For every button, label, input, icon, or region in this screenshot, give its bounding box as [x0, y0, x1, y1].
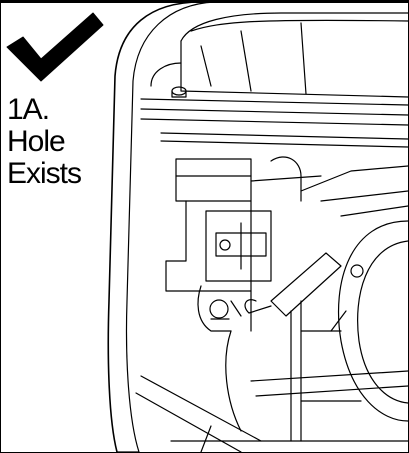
fuel-bowl	[197, 285, 252, 332]
choke-lever	[244, 252, 342, 317]
crankcase	[225, 300, 362, 442]
lower-frame-bar	[135, 370, 408, 452]
checkmark-icon	[6, 12, 104, 82]
starter-housing	[330, 220, 408, 422]
step-number: 1A.	[7, 93, 50, 126]
caption-line-hole: Hole	[7, 125, 66, 158]
cross-bar	[140, 98, 408, 148]
fuel-tank	[150, 12, 408, 98]
frame-tube	[107, 1, 216, 452]
engine-block	[165, 156, 408, 292]
step-caption: 1A. Hole Exists	[7, 93, 82, 190]
caption-line-exists: Exists	[7, 157, 82, 190]
